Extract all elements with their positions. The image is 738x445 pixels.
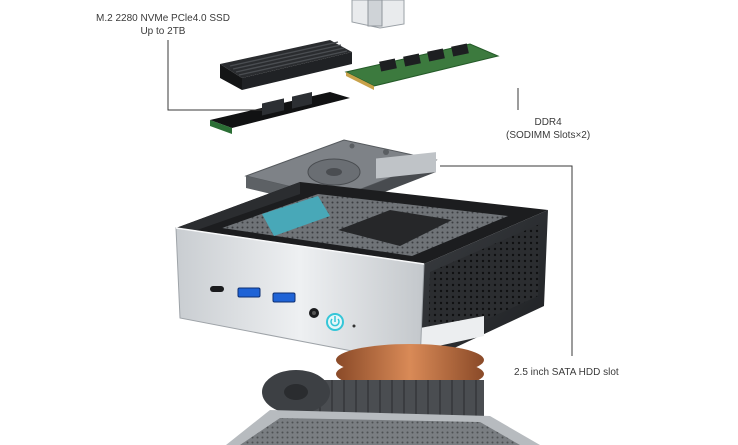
usb-a-port-1 [237,287,261,298]
ram-callout-label: DDR4 (SODIMM Slots×2) [506,116,590,142]
usb-c-port [210,286,224,292]
hdd-label-line1: 2.5 inch SATA HDD slot [514,367,619,378]
ssd-label-line2: Up to 2TB [140,26,186,37]
callout-lines [167,40,573,356]
ssd-heatsink [220,40,352,90]
bottom-plate [226,410,540,445]
hdd-callout-line [440,165,573,356]
ssd-label-line1: M.2 2280 NVMe PCle4.0 SSD [96,13,230,24]
top-bracket [351,0,405,29]
ssd-callout-line [167,40,262,111]
ram-label-line2: (SODIMM Slots×2) [506,130,591,141]
chassis [175,152,548,365]
ram-label-line1: DDR4 [534,117,562,128]
ssd-callout-label: M.2 2280 NVMe PCle4.0 SSD Up to 2TB [96,12,230,38]
ssd-card [210,91,350,134]
front-ports [210,286,356,331]
usb-a-port-2 [272,292,296,303]
ram-module [344,43,500,90]
hdd-callout-label: 2.5 inch SATA HDD slot [514,366,619,379]
